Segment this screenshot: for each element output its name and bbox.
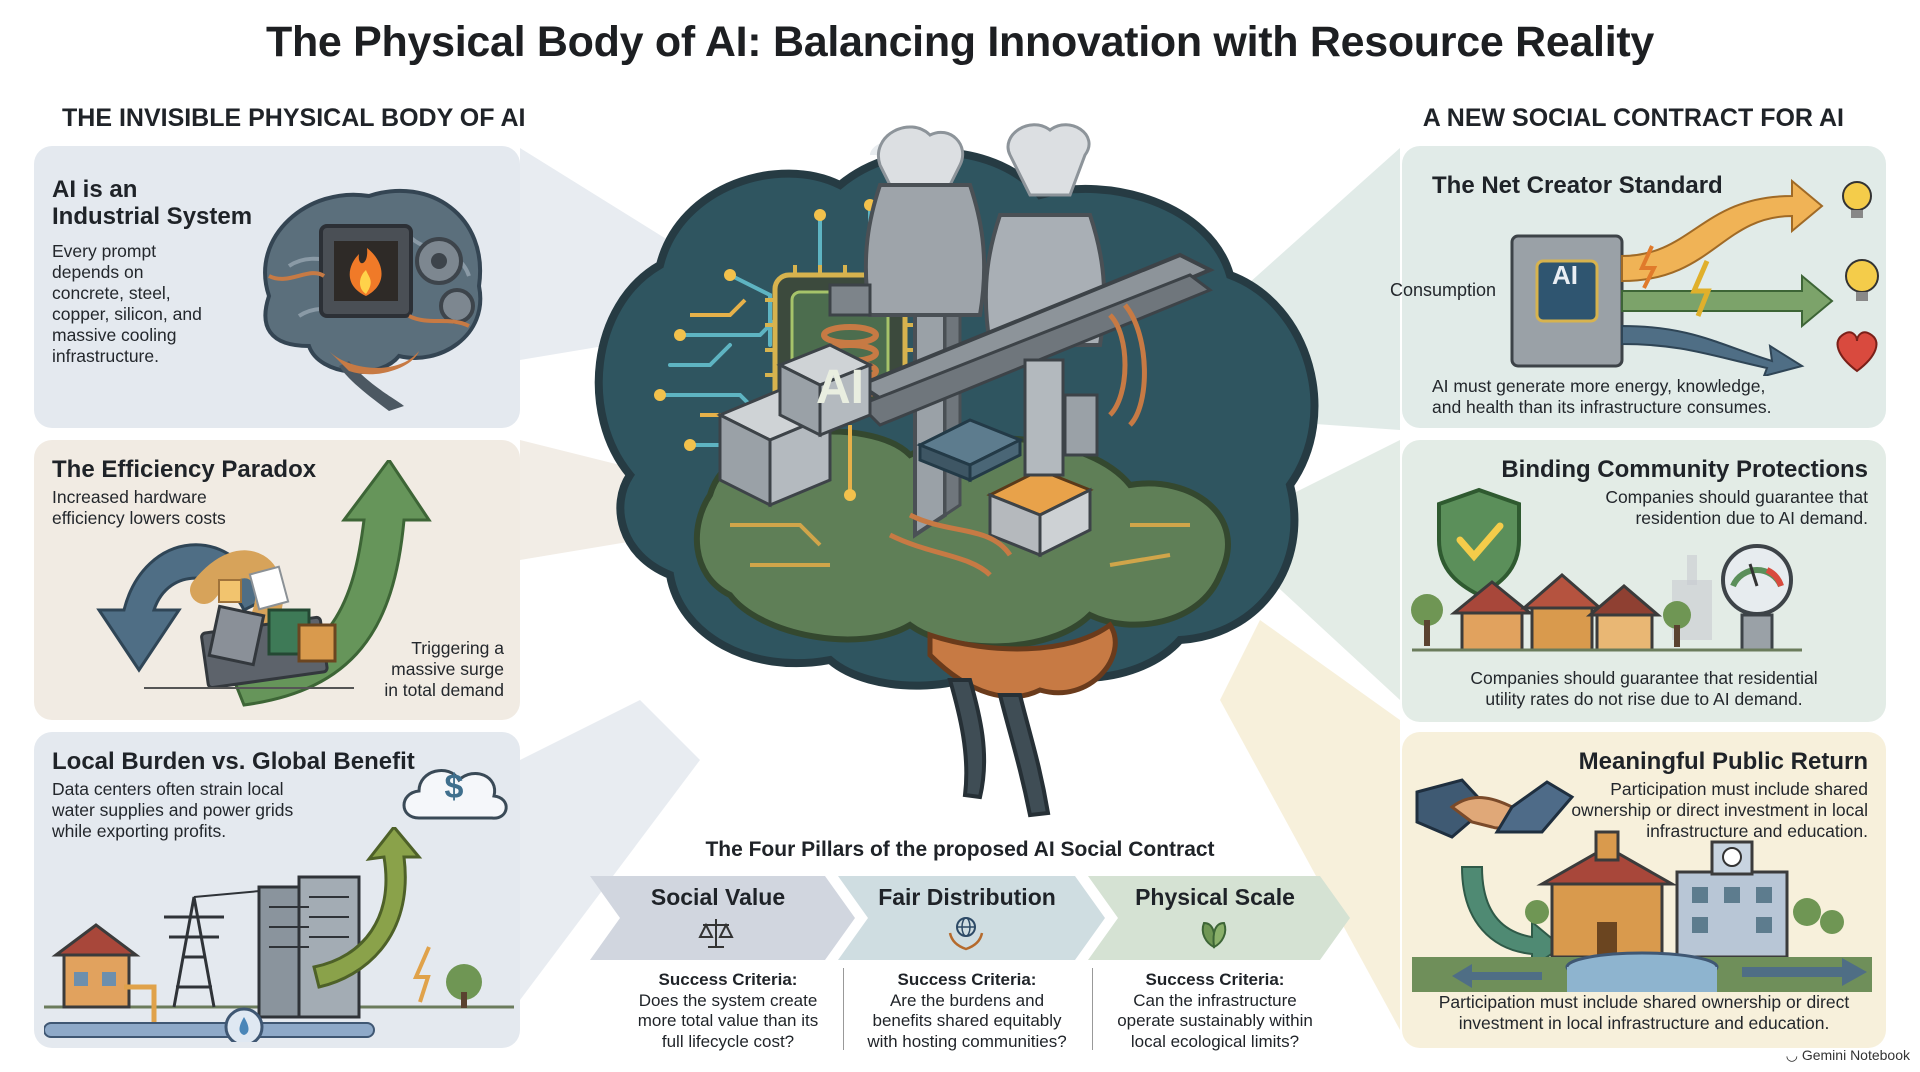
pillar-fair-distribution-shape — [838, 876, 1105, 960]
body-line: Companies should guarantee that — [1605, 487, 1868, 507]
pillar-fair-distribution-label: Fair Distribution — [878, 884, 1056, 910]
criteria-line: local ecological limits? — [1130, 1031, 1300, 1051]
brand-label: Gemini Notebook — [1801, 1047, 1910, 1063]
pillar-physical-scale-label: Physical Scale — [1135, 884, 1295, 910]
body-line: efficiency lowers costs — [52, 508, 226, 528]
body-line: massive cooling — [52, 325, 177, 345]
body-line: Data centers often strain local — [52, 779, 284, 799]
industrial-brain-illustration — [263, 188, 483, 411]
card-title: Binding Community Protections — [1501, 456, 1868, 483]
body-line: residention due to AI demand. — [1635, 508, 1868, 528]
public-return-illustration — [1412, 778, 1872, 992]
criteria-line: full lifecycle cost? — [661, 1031, 795, 1051]
pillar-fair-distribution-criteria: Success Criteria: Are the burdens and be… — [852, 970, 1082, 1052]
pillar-social-value-label: Social Value — [650, 884, 786, 910]
criteria-line: Are the burdens and — [889, 990, 1045, 1010]
card-footer: Companies should guarantee that resident… — [1402, 668, 1886, 710]
pillar-physical-scale-shape — [1088, 876, 1350, 960]
card-public-return: Meaningful Public Return Participation m… — [1402, 732, 1886, 1048]
card-title: Local Burden vs. Global Benefit — [52, 748, 415, 775]
card-community-protections: Binding Community Protections Companies … — [1402, 440, 1886, 722]
note-line: in total demand — [384, 680, 504, 700]
criteria-line: with hosting communities? — [867, 1031, 1067, 1051]
card-body: Data centers often strain local water su… — [52, 779, 352, 842]
criteria-line: more total value than its — [637, 1011, 819, 1030]
pillars-heading: The Four Pillars of the proposed AI Soci… — [705, 838, 1215, 861]
community-protection-illustration — [1411, 487, 1802, 652]
note-line: Triggering a — [411, 638, 504, 658]
card-local-burden: Local Burden vs. Global Benefit Data cen… — [34, 732, 520, 1048]
card-body: Every prompt depends on concrete, steel,… — [52, 241, 242, 367]
pillar-divider — [843, 968, 844, 1050]
body-line: while exporting profits. — [52, 821, 227, 841]
criteria-label: Success Criteria: — [897, 970, 1037, 989]
criteria-label: Success Criteria: — [1145, 970, 1285, 989]
pillar-social-value-criteria: Success Criteria: Does the system create… — [613, 970, 843, 1052]
body-line: Every prompt — [52, 241, 157, 261]
body-line: AI must generate more energy, knowledge, — [1432, 376, 1766, 396]
card-title: The Efficiency Paradox — [52, 456, 317, 483]
criteria-line: operate sustainably within — [1117, 1011, 1313, 1030]
body-line: Increased hardware — [52, 487, 207, 507]
card-industrial-system: AI is an Industrial System Every prompt … — [34, 146, 520, 428]
dollar-sign: $ — [444, 768, 464, 806]
pillar-divider — [1092, 968, 1093, 1050]
pillar-physical-scale-criteria: Success Criteria: Can the infrastructure… — [1100, 970, 1330, 1052]
card-note: Triggering a massive surge in total dema… — [374, 638, 504, 701]
card-body: AI must generate more energy, knowledge,… — [1432, 376, 1872, 418]
rebound-arrows-illustration — [96, 460, 432, 707]
card-title: AI is an Industrial System — [52, 176, 252, 230]
card-title: Meaningful Public Return — [1578, 748, 1868, 775]
body-line: infrastructure and education. — [1646, 821, 1868, 841]
card-body: Participation must include shared owners… — [1528, 779, 1868, 842]
body-line: concrete, steel, — [52, 283, 171, 303]
net-creator-chip-label: AI — [1552, 260, 1578, 290]
title-line-1: AI is an — [52, 176, 138, 203]
body-line: copper, silicon, and — [52, 304, 202, 324]
body-line: ownership or direct investment in local — [1571, 800, 1868, 820]
footer-line: investment in local infrastructure and e… — [1458, 1013, 1830, 1033]
criteria-line: benefits shared equitably — [872, 1011, 1062, 1030]
central-ai-chip-label: AI — [816, 361, 864, 414]
body-line: water supplies and power grids — [52, 800, 294, 820]
body-line: infrastructure. — [52, 346, 159, 366]
cloud-money-icon — [402, 769, 508, 820]
card-net-creator-standard: The Net Creator Standard Consumption AI … — [1390, 146, 1886, 428]
card-efficiency-paradox: The Efficiency Paradox Increased hardwar… — [34, 440, 520, 720]
card-body: Companies should guarantee that resident… — [1568, 487, 1868, 529]
card-footer: Participation must include shared owners… — [1402, 992, 1886, 1034]
criteria-line: Does the system create — [638, 990, 818, 1010]
body-line: depends on — [52, 262, 144, 282]
left-section-heading: THE INVISIBLE PHYSICAL BODY OF AI — [62, 104, 526, 132]
notebook-icon: ◡ — [1785, 1047, 1798, 1063]
card-body: Increased hardware efficiency lowers cos… — [52, 487, 312, 529]
card-title: The Net Creator Standard — [1432, 172, 1723, 199]
page-title: The Physical Body of AI: Balancing Innov… — [265, 18, 1654, 66]
central-brain-illustration — [594, 123, 1319, 818]
footer-line: Participation must include shared owners… — [1438, 992, 1850, 1012]
globe-hands-icon — [948, 917, 984, 951]
footer-line: utility rates do not rise due to AI dema… — [1485, 689, 1803, 709]
net-creator-illustration — [1510, 178, 1879, 376]
pillars-banner — [590, 876, 1350, 960]
note-line: massive surge — [391, 659, 504, 679]
footer-line: Companies should guarantee that resident… — [1470, 668, 1818, 688]
scale-icon — [698, 919, 734, 948]
leaf-icon — [1201, 921, 1227, 949]
right-section-heading: A NEW SOCIAL CONTRACT FOR AI — [1422, 104, 1844, 132]
title-line-2: Industrial System — [52, 203, 253, 230]
consumption-label: Consumption — [1390, 280, 1497, 300]
criteria-line: Can the infrastructure — [1133, 990, 1297, 1010]
criteria-label: Success Criteria: — [658, 970, 798, 989]
datacenter-grid-illustration — [44, 827, 514, 1042]
body-line: and health than its infrastructure consu… — [1432, 397, 1772, 417]
brand-footer: ◡ Gemini Notebook — [1786, 1047, 1910, 1064]
pillar-social-value-shape — [590, 876, 855, 960]
body-line: Participation must include shared — [1610, 779, 1868, 799]
